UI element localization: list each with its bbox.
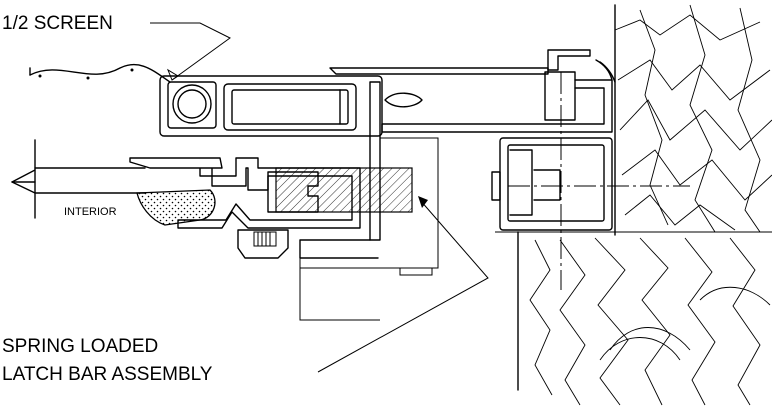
latch-label-line2: LATCH BAR ASSEMBLY bbox=[2, 364, 213, 385]
screen-mesh bbox=[29, 63, 171, 83]
wood-wall-section bbox=[495, 4, 772, 406]
top-rail bbox=[329, 49, 616, 133]
latch-housing bbox=[299, 137, 439, 321]
lower-sash-extrusion bbox=[129, 157, 361, 259]
leader-lines bbox=[150, 22, 489, 373]
latch-bar bbox=[267, 167, 413, 213]
jamb-keeper bbox=[491, 137, 613, 231]
latch-label-line1: SPRING LOADED bbox=[2, 336, 158, 357]
upper-sash-frame bbox=[159, 75, 383, 137]
center-lines bbox=[508, 72, 690, 290]
screen-label: 1/2 SCREEN bbox=[2, 13, 113, 34]
wood-grain-lower bbox=[529, 237, 771, 406]
wood-grain-upper bbox=[614, 4, 772, 233]
interior-label: INTERIOR bbox=[64, 206, 117, 218]
interior-sill bbox=[11, 139, 146, 219]
